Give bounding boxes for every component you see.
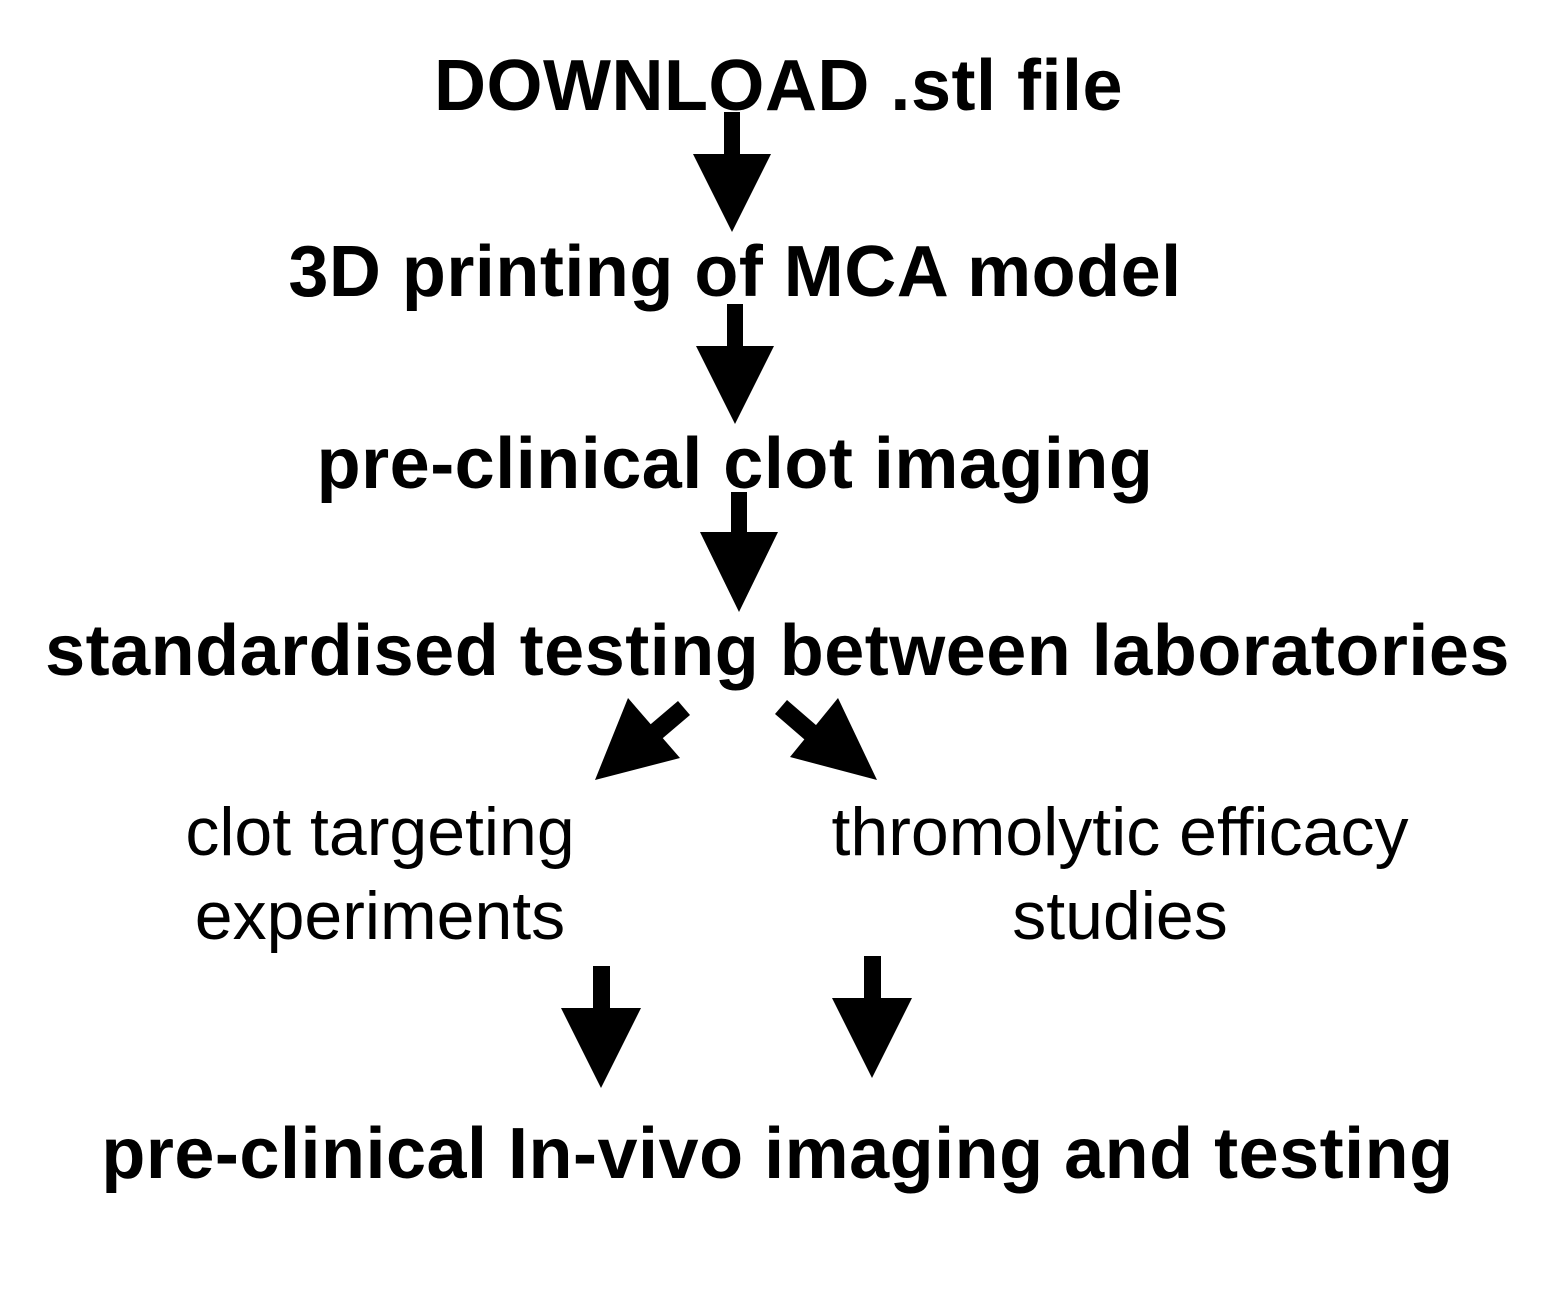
branch-thrombolytic-efficacy-line2: studies [1012, 878, 1228, 954]
branch-thrombolytic-efficacy-line1: thromolytic efficacy [831, 794, 1409, 870]
step-invivo-imaging: pre-clinical In-vivo imaging and testing [101, 1114, 1454, 1194]
arrow-targeting-to-invivo [561, 966, 641, 1088]
arrow-testing-to-targeting [595, 698, 690, 780]
step-download: DOWNLOAD .stl file [434, 46, 1123, 126]
branch-clot-targeting-line2: experiments [194, 878, 566, 954]
arrow-testing-to-efficacy [775, 698, 877, 780]
step-standardised-testing: standardised testing between laboratorie… [45, 611, 1510, 691]
arrow-imaging-to-testing [700, 492, 778, 612]
arrow-download-to-printing [693, 112, 771, 232]
branch-clot-targeting: clot targeting experiments [130, 790, 630, 958]
step-clot-imaging: pre-clinical clot imaging [316, 424, 1154, 504]
arrow-printing-to-imaging [696, 304, 774, 424]
branch-clot-targeting-line1: clot targeting [185, 794, 575, 870]
branch-thrombolytic-efficacy: thromolytic efficacy studies [795, 790, 1445, 958]
step-3d-printing: 3D printing of MCA model [288, 232, 1182, 312]
arrow-efficacy-to-invivo [832, 956, 912, 1078]
